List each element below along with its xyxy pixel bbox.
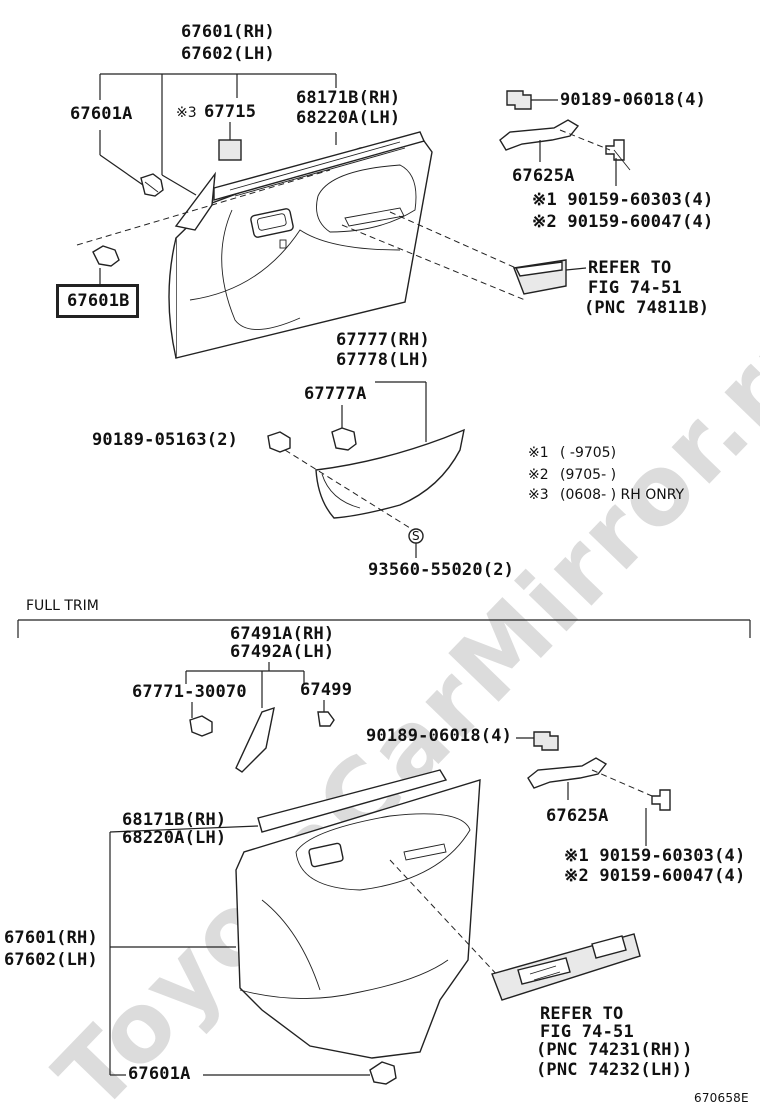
refer-line-1: REFER TO <box>588 258 672 278</box>
refer-line-2: FIG 74-51 <box>588 278 682 298</box>
pad-67715-label: 67715 <box>204 102 257 122</box>
main-part-bottom-lh: 67602(LH) <box>4 950 98 970</box>
full-trim-bracket-line <box>17 619 751 638</box>
note-3-range: (0608- ) RH ONRY <box>560 487 685 503</box>
armrest-clip2-label: 90189-05163(2) <box>92 430 239 450</box>
weatherstrip-lh: 68220A(LH) <box>296 108 401 128</box>
armrest-lh: 67778(LH) <box>336 350 430 370</box>
note-1-mark: ※1 <box>528 445 549 461</box>
bracket-clip-label: 90189-06018(4) <box>560 90 707 110</box>
screw-1-label: ※1 90159-60303(4) <box>532 190 714 210</box>
screw-2-bottom-label: ※2 90159-60047(4) <box>564 866 746 886</box>
clip-67601b-shape <box>92 245 120 286</box>
figure-code: 670658E <box>694 1091 749 1105</box>
main-part-bottom-rh: 67601(RH) <box>4 928 98 948</box>
clip-67771-label: 67771-30070 <box>132 682 247 702</box>
upper-panel-rh: 67491A(RH) <box>230 624 335 644</box>
main-part-leaders <box>99 73 337 196</box>
clip-67771-shape <box>189 715 213 737</box>
main-part-bottom-leaders <box>109 825 370 1076</box>
door-panel-bottom-shape <box>235 769 481 1059</box>
switch-panel-shape <box>491 933 641 1001</box>
note-3-mark: ※3 <box>528 487 549 503</box>
upper-panel-shape <box>235 706 275 773</box>
weatherstrip-bottom-lh: 68220A(LH) <box>122 828 227 848</box>
refer-bottom-line-3: (PNC 74231(RH)) <box>536 1040 693 1060</box>
armrest-shape <box>267 381 465 558</box>
bracket-67625a-label: 67625A <box>512 166 575 186</box>
bracket-top-shape <box>499 90 631 295</box>
note-1-range: ( -9705) <box>560 445 617 461</box>
main-part-lh: 67602(LH) <box>181 44 275 64</box>
note-2-range: (9705- ) <box>560 467 617 483</box>
armrest-clip-label: 67777A <box>304 384 367 404</box>
refer-line-3: (PNC 74811B) <box>584 298 710 318</box>
weatherstrip-bottom-rh: 68171B(RH) <box>122 810 227 830</box>
screw-s-symbol: S <box>412 529 420 543</box>
clip-67601a-shape <box>140 173 164 197</box>
door-panel-top-shape <box>168 131 433 359</box>
clip-67601b-label: 67601B <box>56 284 139 318</box>
refer-bottom-line-2: FIG 74-51 <box>540 1022 634 1042</box>
main-part-rh: 67601(RH) <box>181 22 275 42</box>
clip-67601a-bottom-label: 67601A <box>128 1064 191 1084</box>
refer-bottom-line-4: (PNC 74232(LH)) <box>536 1060 693 1080</box>
bracket-67625a-bottom-label: 67625A <box>546 806 609 826</box>
bracket-bottom-shape <box>516 731 671 846</box>
pad-67715-shape <box>218 139 242 161</box>
refer-bottom-line-1: REFER TO <box>540 1004 624 1024</box>
clip-67601a-label: 67601A <box>70 104 133 124</box>
screw-s-label: 93560-55020(2) <box>368 560 515 580</box>
screw-2-label: ※2 90159-60047(4) <box>532 212 714 232</box>
armrest-rh: 67777(RH) <box>336 330 430 350</box>
clip-67601a-bottom-shape <box>369 1061 397 1085</box>
bracket-clip-bottom-label: 90189-06018(4) <box>366 726 513 746</box>
screw-1-bottom-label: ※1 90159-60303(4) <box>564 846 746 866</box>
weatherstrip-rh: 68171B(RH) <box>296 88 401 108</box>
full-trim-title: FULL TRIM <box>26 598 99 614</box>
upper-panel-lh: 67492A(LH) <box>230 642 335 662</box>
note-2-mark: ※2 <box>528 467 549 483</box>
clip-67499-label: 67499 <box>300 680 353 700</box>
clip-67499-shape <box>317 711 335 727</box>
pad-note-mark: ※3 <box>176 105 197 121</box>
